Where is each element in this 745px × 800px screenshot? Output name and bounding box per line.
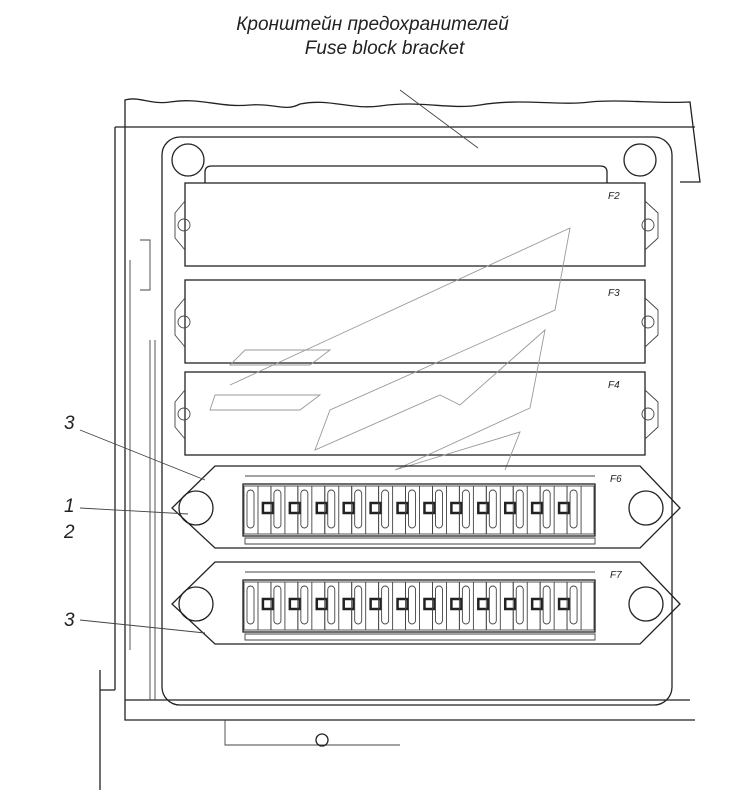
- relay-label: F4: [608, 380, 620, 391]
- fuse-slot: [297, 485, 329, 535]
- fuse-slot: [243, 581, 275, 631]
- fuse-slot: [432, 485, 463, 535]
- leader-3-lower: [79, 619, 206, 634]
- leader-3-upper: [79, 429, 206, 481]
- fuse-slot: [539, 485, 571, 535]
- fuse-slot: [485, 581, 517, 631]
- relay-f2: F2: [174, 182, 659, 267]
- fuse-slot: [512, 485, 544, 535]
- fuse-slot: [566, 485, 595, 535]
- callout-3-lower: 3: [64, 610, 75, 631]
- mounting-bushing: [178, 586, 214, 622]
- fuse-block-f6: F6: [171, 465, 681, 549]
- callout-1: 1: [64, 496, 75, 517]
- fuse-slot: [270, 485, 302, 535]
- leader-1: [79, 507, 189, 515]
- relay-f3: F3: [174, 279, 659, 364]
- fuse-slot: [539, 581, 571, 631]
- bracket-hole-left: [171, 143, 205, 177]
- fuse-block-label: F7: [610, 570, 622, 581]
- fuse-slot: [378, 581, 409, 631]
- fuse-slot: [405, 581, 436, 631]
- fuse-slot: [324, 581, 355, 631]
- title-ru: Кронштейн предохранителей: [236, 14, 509, 35]
- mounting-plate: [99, 98, 701, 790]
- title-leader-line: [399, 89, 479, 149]
- callout-3-upper: 3: [64, 413, 75, 434]
- bracket: [161, 136, 673, 706]
- fuse-slot: [432, 581, 463, 631]
- title-en: Fuse block bracket: [304, 38, 465, 59]
- relay-label: F2: [608, 191, 620, 202]
- fuse-block-label: F6: [610, 474, 622, 485]
- fuse-slot: [566, 581, 595, 631]
- fuse-slot: [270, 581, 302, 631]
- fuse-slot: [485, 485, 517, 535]
- fuse-slot: [405, 485, 436, 535]
- fuse-slot: [243, 485, 275, 535]
- fuse-slot: [378, 485, 409, 535]
- callout-2: 2: [64, 522, 75, 543]
- fuse-slot: [351, 485, 382, 535]
- relay-f4: F4: [174, 371, 659, 456]
- bracket-hole-right: [623, 143, 657, 177]
- watermark-logo: [209, 227, 571, 471]
- mounting-bushing: [178, 490, 214, 526]
- fuse-slot: [458, 581, 490, 631]
- fuse-slot: [351, 581, 382, 631]
- bolt-hole: [315, 733, 329, 747]
- fuse-slot: [458, 485, 490, 535]
- relay-label: F3: [608, 288, 620, 299]
- fuse-slot: [297, 581, 329, 631]
- mounting-bushing: [628, 490, 664, 526]
- fuse-block-f7: F7: [171, 561, 681, 645]
- mounting-bushing: [628, 586, 664, 622]
- fuse-slot: [324, 485, 355, 535]
- fuse-slot: [512, 581, 544, 631]
